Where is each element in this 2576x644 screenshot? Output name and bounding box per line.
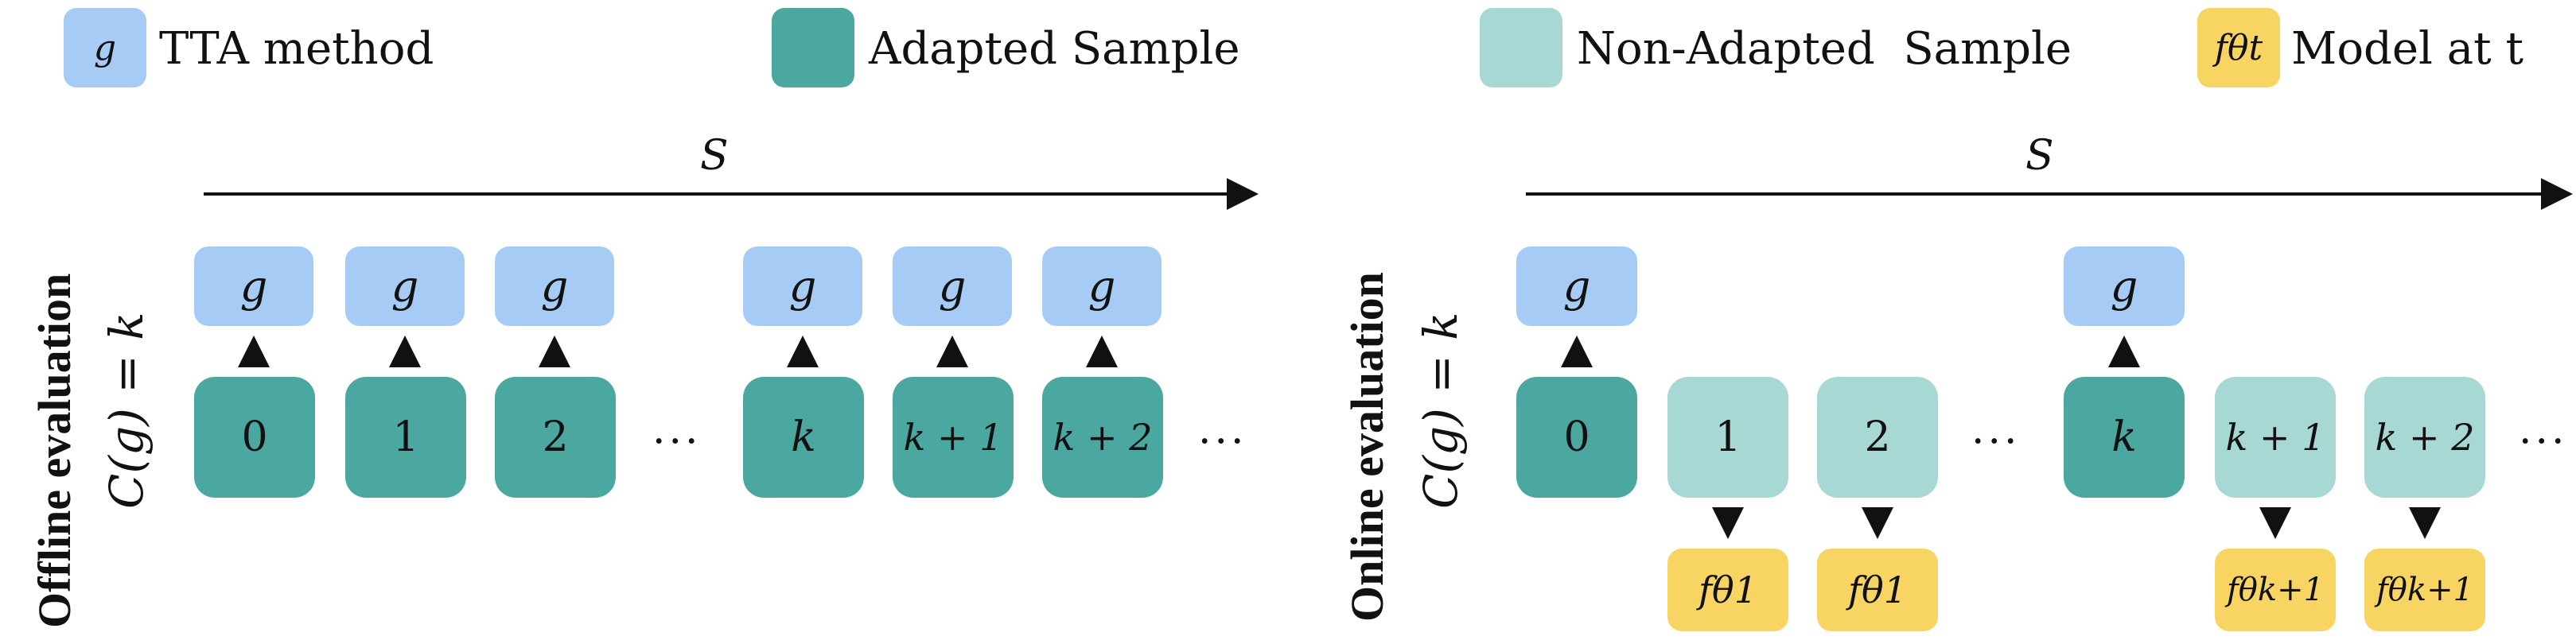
offline-g-box-0: g — [194, 246, 313, 326]
legend-non-adapted-label: Non-Adapted Sample — [1577, 23, 2072, 75]
online-sample-1: 1 — [1667, 377, 1788, 498]
offline-sample-1: 1 — [345, 377, 466, 498]
online-sample-k2: k + 2 — [2364, 377, 2485, 498]
online-ellipsis-1: ··· — [1971, 418, 2021, 466]
offline-sample-0: 0 — [194, 377, 315, 498]
online-model-1: fθ1 — [1667, 549, 1788, 631]
legend-adapted-label: Adapted Sample — [869, 23, 1240, 75]
offline-g-box-k: g — [743, 246, 862, 326]
legend-non-adapted-swatch — [1480, 8, 1562, 87]
online-sample-2: 2 — [1817, 377, 1938, 498]
online-model-k2: fθk+1 — [2364, 549, 2485, 631]
offline-sample-2: 2 — [495, 377, 616, 498]
offline-g-box-2: g — [495, 246, 614, 326]
offline-ellipsis-2: ··· — [1198, 418, 1247, 466]
online-sample-k1: k + 1 — [2215, 377, 2336, 498]
offline-g-box-k2: g — [1042, 246, 1162, 326]
legend-adapted-swatch — [772, 8, 854, 87]
online-model-2: fθ1 — [1817, 549, 1938, 631]
online-g-box-k: g — [2064, 246, 2185, 326]
offline-sample-k1: k + 1 — [893, 377, 1014, 498]
legend-tta-label: TTA method — [159, 23, 434, 75]
offline-g-box-k1: g — [893, 246, 1012, 326]
online-sequence-label: S — [2025, 132, 2054, 180]
online-ellipsis-2: ··· — [2519, 418, 2568, 466]
legend-model-label: Model at t — [2291, 23, 2523, 75]
offline-sequence-label: S — [700, 132, 729, 180]
online-g-box-0: g — [1516, 246, 1637, 326]
legend-tta-swatch: g — [64, 8, 146, 87]
offline-ellipsis-1: ··· — [652, 418, 702, 466]
online-sample-k: k — [2064, 377, 2185, 498]
legend-model-swatch: fθt — [2197, 8, 2280, 87]
offline-sample-k2: k + 2 — [1042, 377, 1163, 498]
online-sample-0: 0 — [1516, 377, 1637, 498]
online-model-k1: fθk+1 — [2215, 549, 2336, 631]
offline-g-box-1: g — [345, 246, 465, 326]
offline-sample-k: k — [743, 377, 864, 498]
